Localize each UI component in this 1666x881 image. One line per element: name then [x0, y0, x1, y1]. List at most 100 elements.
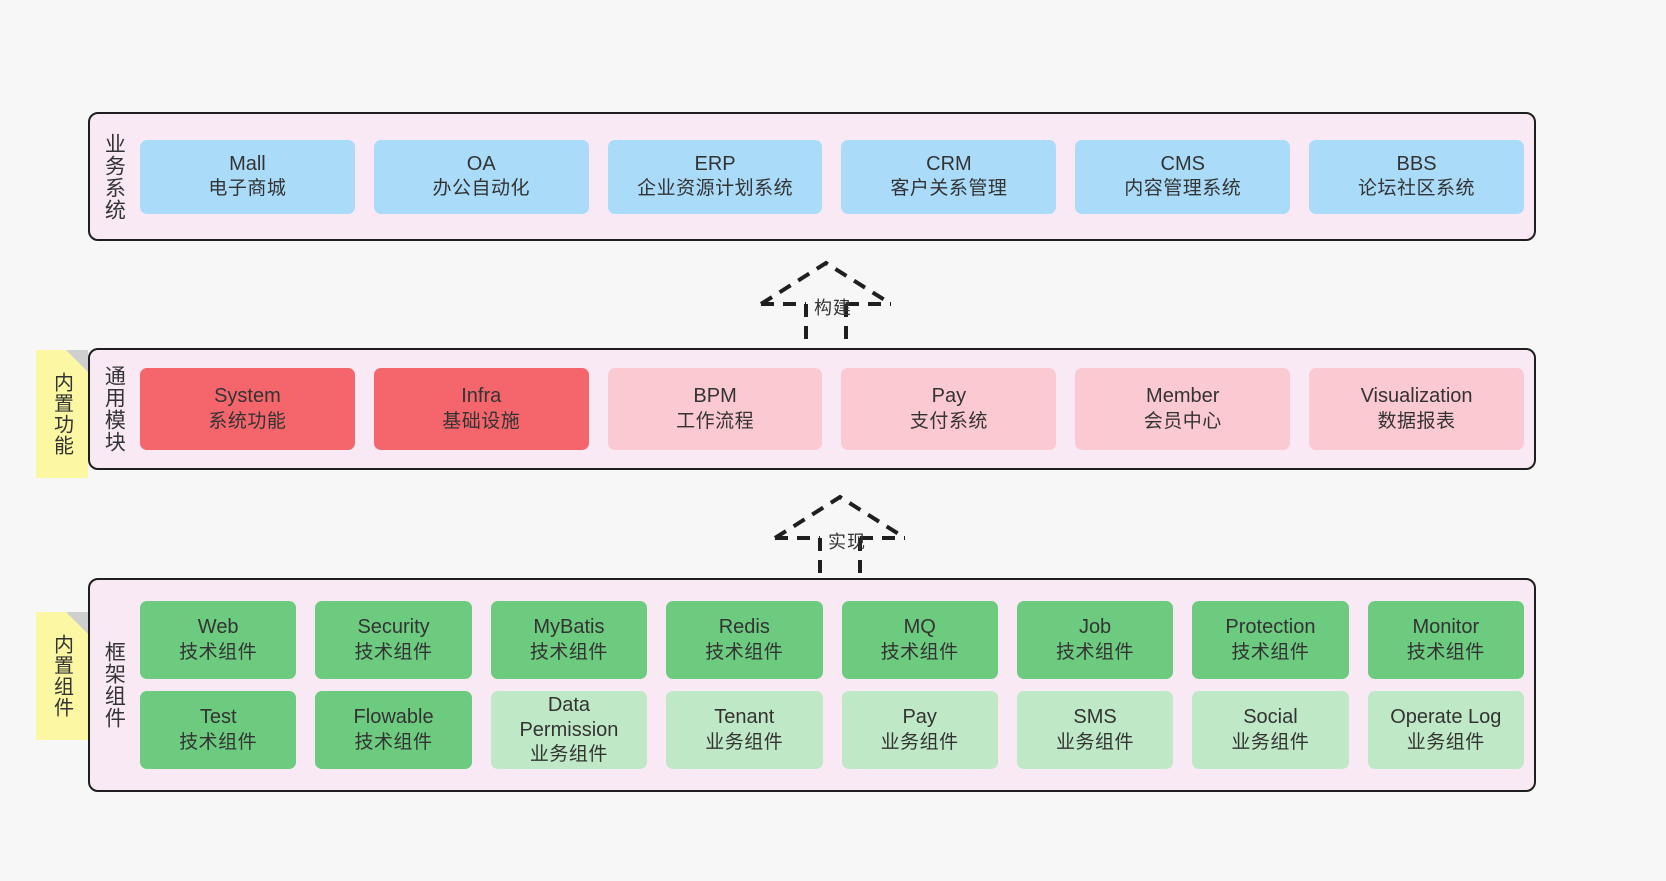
node-subtitle: 技术组件: [354, 641, 433, 663]
layer-title-common-module: 通用模块: [102, 365, 126, 453]
node-pay-component[interactable]: Pay 业务组件: [841, 691, 998, 769]
node-mall[interactable]: Mall 电子商城: [140, 139, 355, 214]
node-subtitle: 技术组件: [179, 641, 258, 663]
node-subtitle: 业务组件: [1056, 731, 1135, 753]
node-subtitle: 支付系统: [909, 410, 988, 432]
node-title: Tenant: [714, 706, 775, 729]
node-title: Job: [1078, 616, 1112, 639]
arrow-shaft: [804, 304, 848, 348]
node-title: ERP: [694, 152, 736, 175]
node-title: Security: [357, 616, 430, 639]
node-row: System 系统功能 Infra 基础设施 BPM 工作流程 Pay 支付系统…: [140, 368, 1524, 450]
node-title: MyBatis: [533, 616, 605, 639]
node-pay[interactable]: Pay 支付系统: [841, 368, 1057, 450]
node-title: OA: [466, 152, 496, 175]
node-test[interactable]: Test 技术组件: [140, 691, 297, 769]
node-tenant[interactable]: Tenant 业务组件: [666, 691, 823, 769]
node-title: Social: [1243, 706, 1298, 729]
node-subtitle: 技术组件: [1406, 641, 1485, 663]
sticky-fold-corner-icon: [66, 350, 88, 372]
node-visualization[interactable]: Visualization 数据报表: [1309, 368, 1524, 450]
node-protection[interactable]: Protection 技术组件: [1192, 601, 1349, 679]
layer-body-framework-component: Web 技术组件 Security 技术组件 MyBatis 技术组件 Redi…: [136, 580, 1534, 790]
layer-business-system[interactable]: 业务系统 Mall 电子商城 OA 办公自动化 ERP 企业资源计划系统 CRM…: [88, 112, 1536, 241]
sticky-note-builtin-features: 内置功能: [36, 350, 88, 478]
node-data-permission[interactable]: Data Permission 业务组件: [490, 691, 648, 769]
node-title: Monitor: [1412, 616, 1480, 639]
layer-body-common-module: System 系统功能 Infra 基础设施 BPM 工作流程 Pay 支付系统…: [136, 350, 1534, 468]
node-mybatis[interactable]: MyBatis 技术组件: [490, 601, 648, 679]
layer-framework-component[interactable]: 框架组件 Web 技术组件 Security 技术组件 MyBatis 技术组件…: [88, 578, 1536, 792]
node-social[interactable]: Social 业务组件: [1192, 691, 1349, 769]
layer-title-framework-component: 框架组件: [102, 641, 126, 729]
node-subtitle: 会员中心: [1143, 410, 1222, 432]
node-subtitle: 业务组件: [880, 731, 959, 753]
node-title: System: [214, 385, 281, 408]
node-infra[interactable]: Infra 基础设施: [373, 368, 589, 450]
sticky-note-label: 内置组件: [50, 634, 73, 718]
node-title: Mall: [229, 152, 266, 175]
node-subtitle: 业务组件: [1406, 731, 1485, 753]
node-security[interactable]: Security 技术组件: [315, 601, 472, 679]
node-subtitle: 业务组件: [1231, 731, 1310, 753]
node-row: Mall 电子商城 OA 办公自动化 ERP 企业资源计划系统 CRM 客户关系…: [140, 139, 1524, 214]
sticky-note-label: 内置功能: [50, 372, 73, 456]
node-title: Pay: [931, 385, 967, 408]
node-title: Infra: [461, 385, 502, 408]
node-subtitle: 技术组件: [1231, 641, 1310, 663]
node-title: Test: [199, 706, 237, 729]
node-title: BBS: [1396, 152, 1437, 175]
layer-body-business-system: Mall 电子商城 OA 办公自动化 ERP 企业资源计划系统 CRM 客户关系…: [136, 114, 1534, 239]
node-subtitle: 客户关系管理: [890, 178, 1008, 200]
node-web[interactable]: Web 技术组件: [140, 601, 297, 679]
node-mq[interactable]: MQ 技术组件: [841, 601, 998, 679]
node-subtitle: 技术组件: [354, 731, 433, 753]
node-subtitle: 技术组件: [179, 731, 258, 753]
arrow-head-outline: [759, 260, 893, 306]
connector-label-implement: 实现: [828, 532, 866, 552]
node-subtitle: 数据报表: [1377, 410, 1456, 432]
node-title: Flowable: [353, 706, 434, 729]
node-member[interactable]: Member 会员中心: [1075, 368, 1291, 450]
node-title: Web: [197, 616, 239, 639]
node-subtitle: 工作流程: [676, 410, 755, 432]
node-erp[interactable]: ERP 企业资源计划系统: [607, 139, 823, 214]
node-sms[interactable]: SMS 业务组件: [1016, 691, 1174, 769]
node-operate-log[interactable]: Operate Log 业务组件: [1367, 691, 1524, 769]
node-crm[interactable]: CRM 客户关系管理: [841, 139, 1057, 214]
node-subtitle: 基础设施: [442, 410, 521, 432]
node-title: Operate Log: [1390, 706, 1502, 729]
node-row: Test 技术组件 Flowable 技术组件 Data Permission …: [140, 691, 1524, 769]
node-subtitle: 论坛社区系统: [1358, 178, 1476, 200]
node-subtitle: 技术组件: [705, 641, 784, 663]
node-title: MQ: [903, 616, 936, 639]
node-title: Pay: [902, 706, 937, 729]
node-subtitle: 电子商城: [208, 178, 287, 200]
connector-label-build: 构建: [814, 298, 852, 318]
node-title: Member: [1146, 385, 1220, 408]
node-subtitle: 企业资源计划系统: [637, 178, 794, 200]
node-system[interactable]: System 系统功能: [140, 368, 355, 450]
node-bbs[interactable]: BBS 论坛社区系统: [1309, 139, 1524, 214]
node-title: SMS: [1073, 706, 1117, 729]
node-cms[interactable]: CMS 内容管理系统: [1075, 139, 1291, 214]
connector-implement: 实现: [770, 492, 920, 582]
node-flowable[interactable]: Flowable 技术组件: [315, 691, 472, 769]
node-title: Data Permission: [519, 693, 619, 742]
node-title: Redis: [718, 616, 770, 639]
node-monitor[interactable]: Monitor 技术组件: [1367, 601, 1524, 679]
node-title: BPM: [693, 385, 737, 408]
arrow-head-outline: [773, 494, 907, 540]
layer-title-business-system: 业务系统: [102, 132, 126, 221]
node-subtitle: 技术组件: [880, 641, 959, 663]
node-subtitle: 业务组件: [705, 731, 784, 753]
layer-common-module[interactable]: 通用模块 System 系统功能 Infra 基础设施 BPM 工作流程 Pay…: [88, 348, 1536, 470]
node-title: CRM: [926, 152, 972, 175]
node-subtitle: 内容管理系统: [1124, 178, 1242, 200]
node-bpm[interactable]: BPM 工作流程: [607, 368, 823, 450]
node-subtitle: 业务组件: [529, 744, 608, 766]
node-job[interactable]: Job 技术组件: [1016, 601, 1174, 679]
node-redis[interactable]: Redis 技术组件: [666, 601, 823, 679]
node-oa[interactable]: OA 办公自动化: [373, 139, 589, 214]
